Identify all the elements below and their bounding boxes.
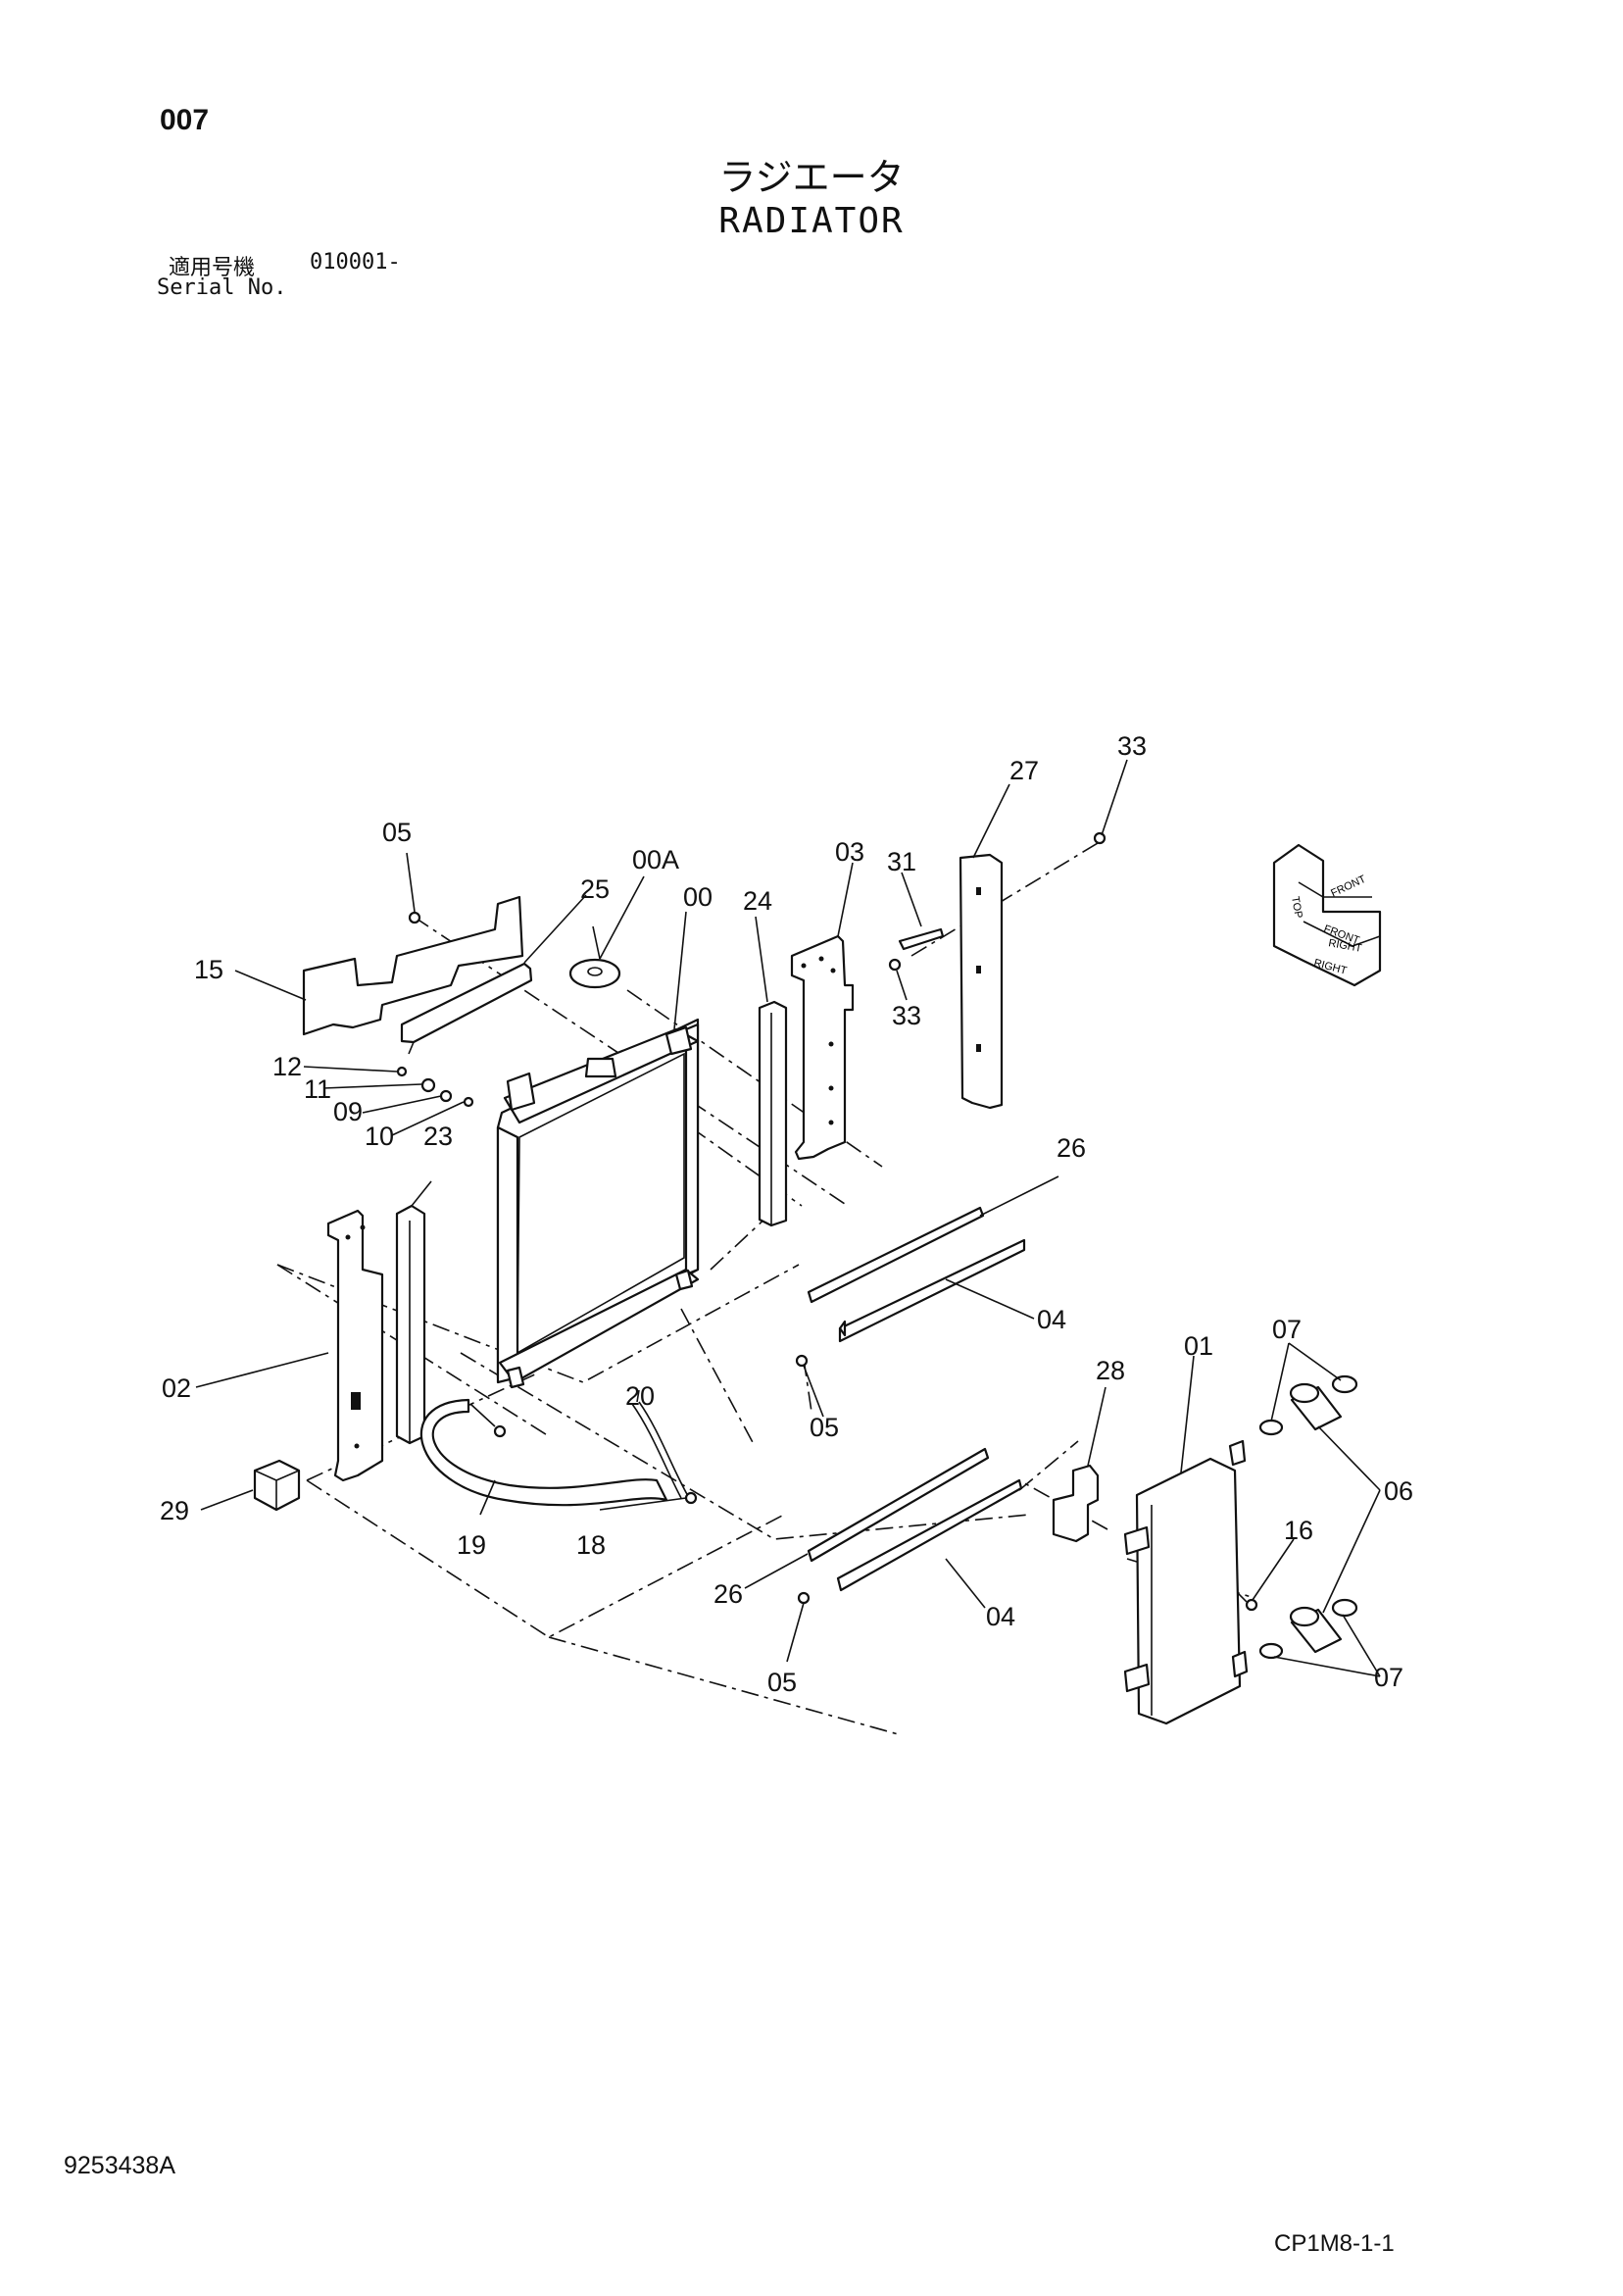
seal-strip-26-lower [807, 1447, 990, 1563]
callout-05-bottom: 05 [767, 1668, 797, 1697]
callout-05-top: 05 [382, 818, 412, 847]
serial-label-en: Serial No. [157, 275, 287, 300]
callout-09: 09 [333, 1097, 363, 1126]
block-29 [253, 1459, 301, 1512]
callout-03: 03 [835, 837, 864, 867]
callout-27: 27 [1009, 756, 1039, 785]
side-bracket-02 [326, 1209, 384, 1482]
callout-04-upper: 04 [1037, 1305, 1066, 1334]
page-number: 007 [160, 104, 210, 136]
callout-04-lower: 04 [986, 1602, 1015, 1631]
page-title-en: RADIATOR [718, 201, 905, 241]
orientation-label-top: TOP [1289, 895, 1304, 919]
hose-06-upper [1289, 1382, 1343, 1431]
callout-01: 01 [1184, 1331, 1213, 1361]
callout-15: 15 [194, 955, 223, 984]
side-bracket-03 [790, 934, 855, 1161]
callout-02: 02 [162, 1373, 191, 1403]
callout-26-lower: 26 [713, 1579, 743, 1609]
foam-seal-23 [395, 1204, 426, 1445]
clamp-07-upper-a [1331, 1374, 1358, 1394]
callout-05-mid: 05 [810, 1413, 839, 1442]
callout-24: 24 [743, 886, 772, 916]
seal-strip-26-upper [807, 1206, 985, 1304]
callout-29: 29 [160, 1496, 189, 1525]
callout-25: 25 [580, 874, 610, 904]
fasteners [396, 831, 1258, 1612]
callout-00A: 00A [632, 845, 679, 874]
leader-lines [195, 759, 1381, 1677]
callout-06: 06 [1384, 1476, 1413, 1506]
orientation-label-front-1: FRONT [1329, 873, 1368, 900]
callout-07-upper: 07 [1272, 1315, 1302, 1344]
callout-20: 20 [625, 1381, 655, 1411]
callout-07-lower: 07 [1374, 1663, 1403, 1692]
callout-31: 31 [887, 847, 916, 876]
callout-19: 19 [457, 1530, 486, 1560]
radiator-core [496, 1018, 700, 1389]
part-28 [1052, 1464, 1100, 1543]
radiator-cap [568, 958, 621, 989]
serial-value: 010001- [310, 250, 401, 275]
callout-10: 10 [365, 1122, 394, 1151]
clip-31 [898, 927, 945, 951]
long-seal-27 [959, 853, 1004, 1110]
drawing-number: 9253438A [64, 2152, 176, 2179]
callout-11: 11 [304, 1074, 331, 1104]
orientation-label-right-1: RIGHT [1327, 937, 1362, 955]
upper-bracket-strip [400, 962, 533, 1055]
callout-12: 12 [272, 1052, 302, 1081]
bracket-04-lower [836, 1478, 1023, 1592]
callout-16: 16 [1284, 1516, 1313, 1545]
callout-18: 18 [576, 1530, 606, 1560]
hose-06-lower [1289, 1606, 1343, 1654]
callout-labels: 05 25 00A 00 24 03 31 33 27 33 15 12 11 … [160, 731, 1413, 1697]
sheet-code: CP1M8-1-1 [1274, 2230, 1395, 2257]
callout-33-lower: 33 [892, 1001, 921, 1030]
clamp-07-lower-a [1331, 1598, 1358, 1618]
overflow-tube-20 [631, 1401, 689, 1499]
callout-00: 00 [683, 882, 713, 912]
serial-label-jp: 適用号機 [169, 256, 256, 280]
clamp-07-lower-b [1258, 1642, 1284, 1660]
page-title-jp: ラジエータ [718, 156, 905, 199]
callout-23: 23 [423, 1122, 453, 1151]
upper-shroud-plate [302, 895, 524, 1036]
orientation-cube-icon: TOP FRONT FRONT RIGHT RIGHT [1272, 843, 1382, 987]
callout-33-top: 33 [1117, 731, 1147, 761]
callout-28: 28 [1096, 1356, 1125, 1385]
callout-26-upper: 26 [1057, 1133, 1086, 1163]
bracket-04-upper [838, 1238, 1026, 1343]
side-seal-24 [758, 1000, 788, 1227]
hose-19 [419, 1398, 668, 1507]
oil-cooler-01 [1123, 1439, 1249, 1725]
clamp-07-upper-b [1258, 1419, 1284, 1436]
